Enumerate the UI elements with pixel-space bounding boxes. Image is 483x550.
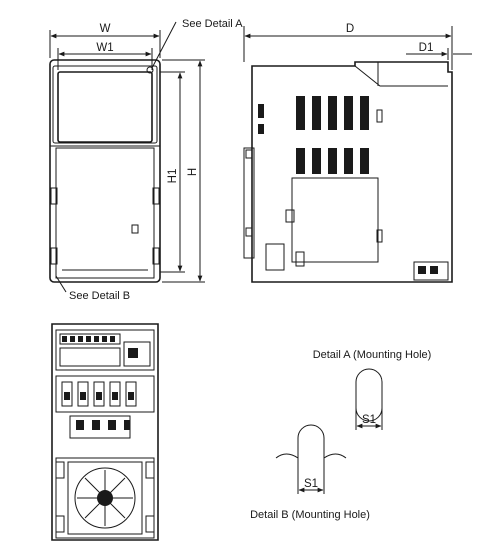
dimension-h1: H1 xyxy=(160,71,185,273)
detail-b-slot-label: S1 xyxy=(304,478,318,490)
label-h: H xyxy=(187,168,199,176)
detail-a-slot-label: S1 xyxy=(362,414,376,426)
detail-a-title: Detail A (Mounting Hole) xyxy=(313,349,432,361)
dimension-w1: W1 xyxy=(57,42,153,70)
side-view xyxy=(243,61,453,283)
vent-slots xyxy=(258,96,369,174)
detail-a: Detail A (Mounting Hole) S1 xyxy=(313,349,432,430)
dimension-h: H xyxy=(162,59,205,283)
detail-b-title: Detail B (Mounting Hole) xyxy=(250,509,370,521)
label-w1: W1 xyxy=(96,42,113,54)
callout-detail-b-text: See Detail B xyxy=(69,290,130,302)
callout-detail-a: See Detail A xyxy=(151,18,243,69)
front-view xyxy=(49,59,161,283)
open-front-view xyxy=(51,323,159,541)
label-d1: D1 xyxy=(419,42,434,54)
dimension-d1: D1 xyxy=(406,42,472,60)
callout-detail-a-text: See Detail A xyxy=(182,18,243,30)
label-h1: H1 xyxy=(167,169,179,184)
label-w: W xyxy=(100,23,111,35)
dimension-d: D xyxy=(243,23,453,70)
label-d: D xyxy=(346,23,354,35)
detail-b: S1 Detail B (Mounting Hole) xyxy=(250,424,370,521)
callout-detail-b: See Detail B xyxy=(55,275,130,302)
